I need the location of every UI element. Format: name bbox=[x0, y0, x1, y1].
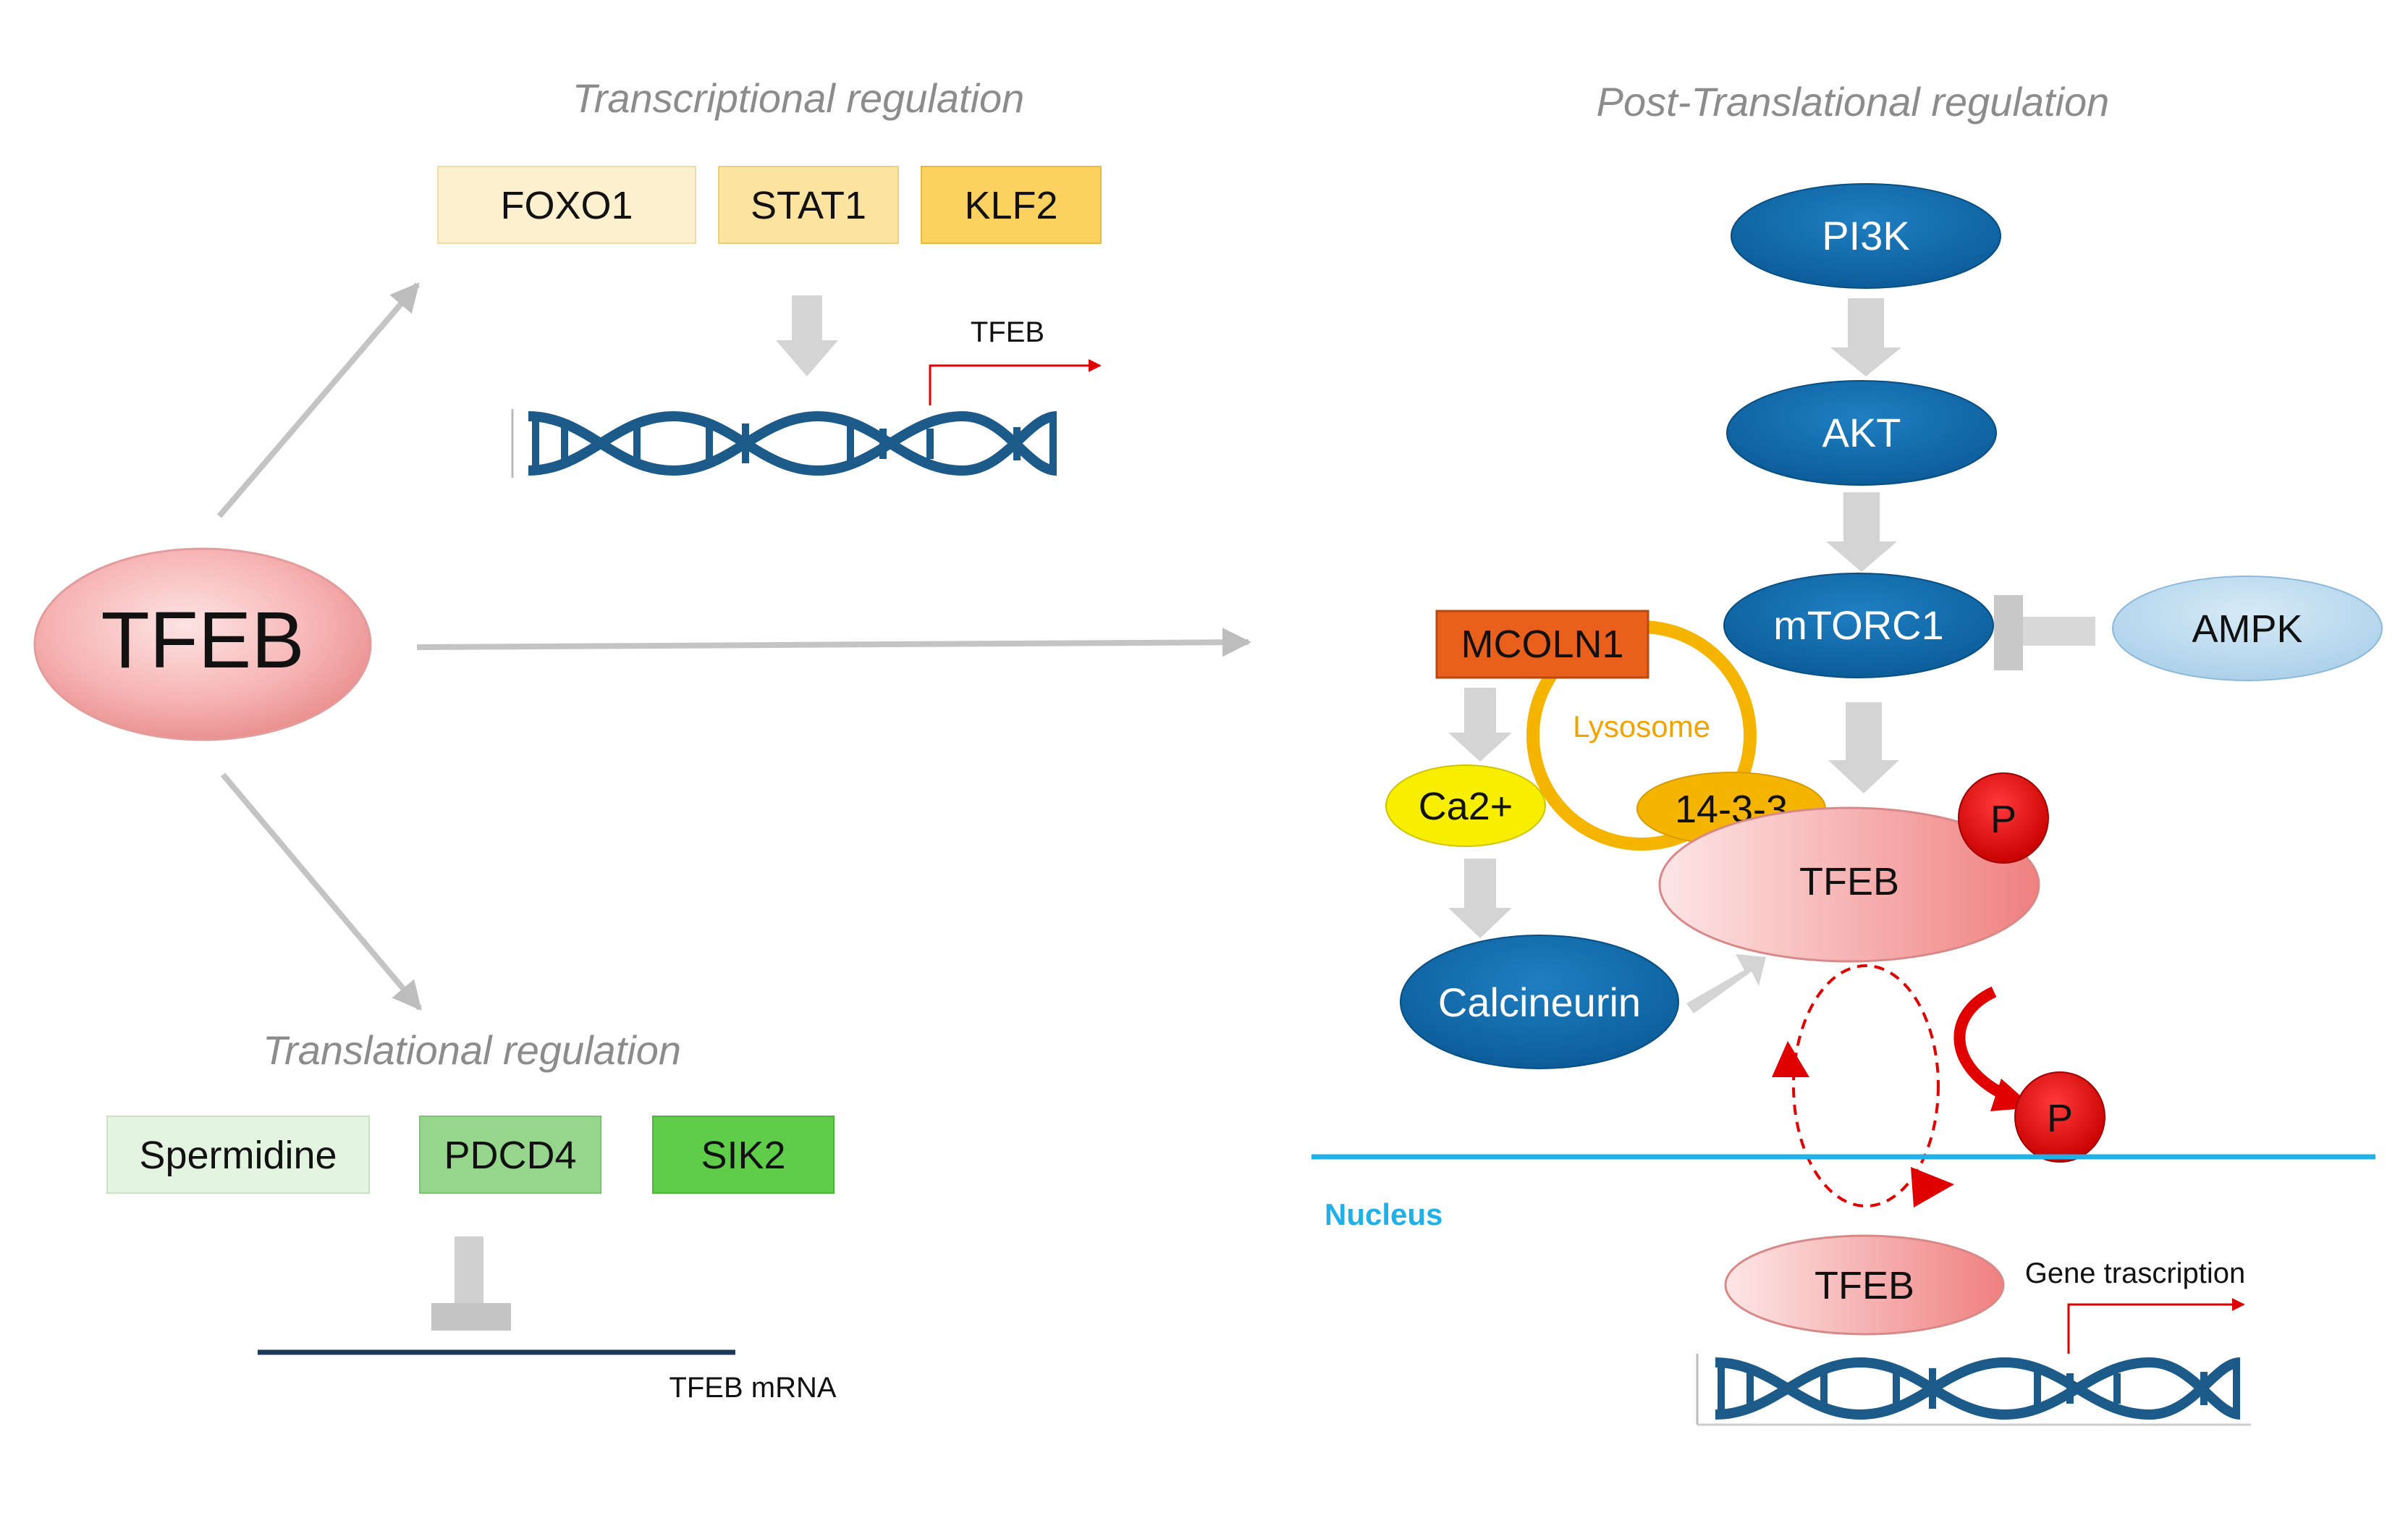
translocation-cycle bbox=[1792, 964, 1940, 1208]
mcoln1-to-ca2-arrow bbox=[1448, 688, 1512, 762]
pi3k-node: PI3K bbox=[1731, 183, 2001, 289]
tfeb-main-label: TFEB bbox=[101, 596, 304, 685]
factor-spermidine: Spermidine bbox=[106, 1116, 370, 1194]
mcoln1-label: MCOLN1 bbox=[1461, 623, 1623, 666]
factor-stat1-label: STAT1 bbox=[751, 184, 866, 227]
factor-foxo1: FOXO1 bbox=[437, 166, 696, 244]
cycle-arrowhead-down bbox=[1911, 1167, 1954, 1208]
factor-pdcd4: PDCD4 bbox=[419, 1116, 601, 1194]
cycle-arrowhead-up bbox=[1772, 1041, 1809, 1077]
tfeb-nucleus-node: TFEB bbox=[1724, 1234, 2005, 1336]
akt-to-mtorc1-arrow bbox=[1826, 492, 1897, 572]
phospho-group-released: P bbox=[2014, 1071, 2105, 1163]
ampk-node: AMPK bbox=[2112, 576, 2383, 681]
factor-pdcd4-label: PDCD4 bbox=[444, 1134, 576, 1177]
factor-klf2-label: KLF2 bbox=[964, 184, 1057, 227]
arrow-to-transcriptional bbox=[216, 282, 421, 518]
pi3k-label: PI3K bbox=[1822, 213, 1909, 258]
lysosome-label: Lysosome bbox=[1573, 709, 1710, 743]
gene-transcription-label: Gene trascription bbox=[2025, 1257, 2246, 1289]
tfeb-cytoplasm-node: TFEB bbox=[1658, 806, 2040, 963]
mtorc1-to-tfeb-arrow bbox=[1828, 702, 1899, 793]
translational-title: Translational regulation bbox=[263, 1027, 681, 1073]
dna-helix-transcriptional bbox=[511, 409, 1057, 478]
ampk-label: AMPK bbox=[2192, 607, 2302, 651]
factor-stat1: STAT1 bbox=[718, 166, 899, 244]
mtorc1-node: mTORC1 bbox=[1723, 573, 1994, 678]
akt-node: AKT bbox=[1726, 380, 1997, 486]
arrow-to-post-translational bbox=[416, 628, 1251, 657]
phospho-label-2: P bbox=[2047, 1097, 2073, 1140]
factor-foxo1-label: FOXO1 bbox=[500, 184, 633, 227]
calcineurin-label: Calcineurin bbox=[1438, 979, 1641, 1025]
tfeb-transcription-start-arrow bbox=[929, 359, 1102, 405]
phospho-label-1: P bbox=[1990, 798, 2016, 841]
akt-label: AKT bbox=[1822, 410, 1901, 455]
factor-sik2-label: SIK2 bbox=[701, 1134, 785, 1177]
arrow-to-translational bbox=[220, 772, 423, 1011]
gene-transcription-start-arrow bbox=[2067, 1298, 2245, 1354]
nucleus-label: Nucleus bbox=[1325, 1197, 1442, 1231]
ca2-label: Ca2+ bbox=[1419, 785, 1513, 828]
post-translational-title: Post-Translational regulation bbox=[1597, 79, 2110, 125]
factor-sik2: SIK2 bbox=[652, 1116, 835, 1194]
mcoln1-node: MCOLN1 bbox=[1435, 610, 1649, 679]
dna-helix-nucleus bbox=[1696, 1354, 2251, 1426]
ampk-inhibition-symbol bbox=[1994, 595, 2095, 670]
transcriptional-title: Transcriptional regulation bbox=[573, 75, 1025, 121]
transcriptional-gene-label: TFEB bbox=[971, 316, 1044, 348]
dephosphorylation-arrow bbox=[1953, 986, 2004, 1099]
tfeb-mrna-label: TFEB mRNA bbox=[669, 1372, 836, 1404]
tfeb-main-node: TFEB bbox=[33, 547, 372, 741]
ca2-node: Ca2+ bbox=[1385, 764, 1546, 847]
ca2-to-calcineurin-arrow bbox=[1448, 859, 1512, 938]
mtorc1-label: mTORC1 bbox=[1773, 602, 1943, 648]
pi3k-to-akt-arrow bbox=[1830, 298, 1901, 376]
phospho-group-on-tfeb: P bbox=[1958, 772, 2049, 864]
tfeb-cytoplasm-label: TFEB bbox=[1799, 860, 1899, 903]
tfeb-nucleus-label: TFEB bbox=[1815, 1264, 1914, 1307]
factor-klf2: KLF2 bbox=[921, 166, 1102, 244]
calcineurin-to-tfeb-arrow bbox=[1686, 954, 1766, 1013]
transcription-down-arrow bbox=[776, 295, 838, 376]
translation-inhibition-symbol bbox=[431, 1236, 511, 1331]
factor-spermidine-label: Spermidine bbox=[139, 1134, 337, 1177]
calcineurin-node: Calcineurin bbox=[1400, 935, 1679, 1069]
